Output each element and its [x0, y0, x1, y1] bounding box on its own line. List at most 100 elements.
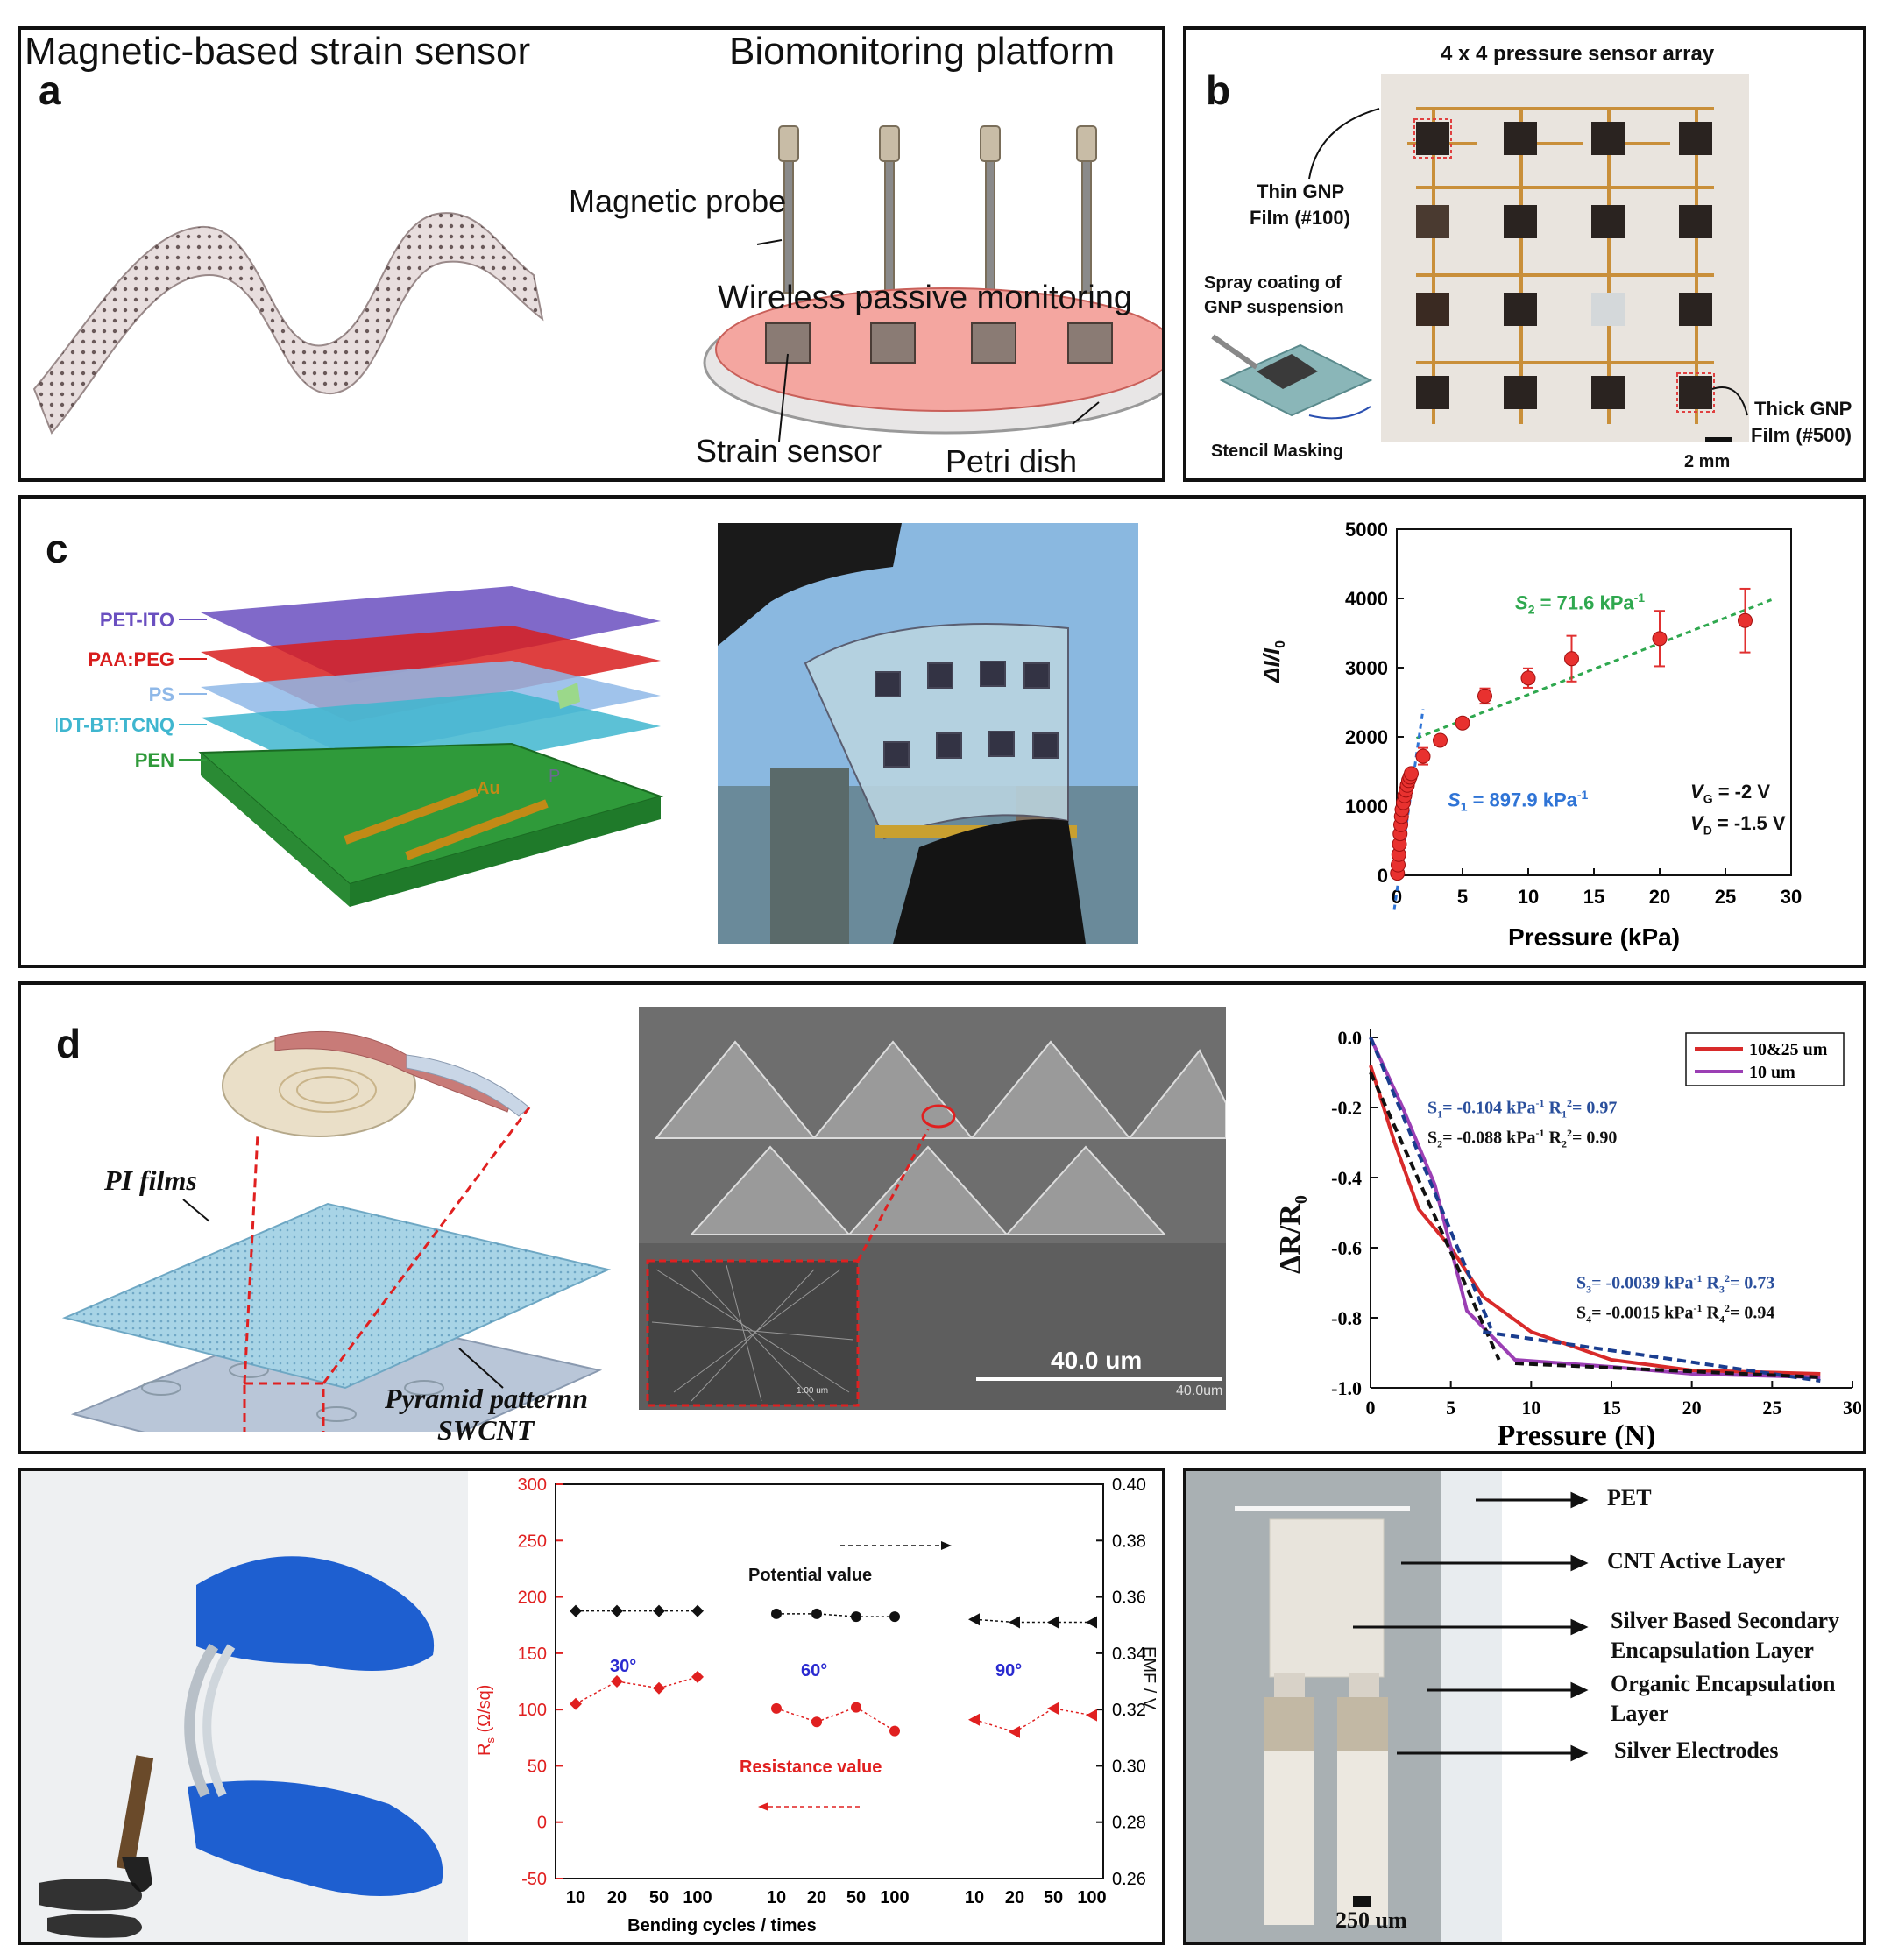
chart-c-ytick-label: 3000 — [1345, 657, 1388, 679]
chart-d-xtick-label: 20 — [1682, 1397, 1702, 1419]
d-s3-sup: -1 — [1693, 1272, 1703, 1284]
chart-d-xlabel: Pressure (N) — [1498, 1419, 1656, 1449]
s2-value: = 71.6 kPa — [1534, 591, 1634, 614]
chart-e-ytick-left-label: 150 — [518, 1645, 547, 1664]
chart-d-s4: S4= -0.0015 kPa-1 R42= 0.94 — [1576, 1302, 1774, 1327]
chart-e-xtick-label: 50 — [846, 1888, 866, 1907]
d-r2-sup: 2 — [1566, 1127, 1572, 1139]
scale-250um: 250 um — [1335, 1907, 1407, 1933]
chart-c-ylabel-main: ΔI/I — [1258, 647, 1285, 683]
e-ylabel-r: R — [475, 1743, 494, 1756]
sensor-chips — [765, 322, 1113, 364]
label-organic-2: Layer — [1611, 1701, 1669, 1726]
sem-image — [639, 1007, 1226, 1410]
chart-d-legend-label: 10 um — [1749, 1063, 1795, 1082]
chart-e-ytick-left-label: 100 — [518, 1701, 547, 1720]
d-r1-val: = 0.97 — [1571, 1098, 1618, 1118]
chart-c-point — [1652, 631, 1668, 647]
chart-e-potential-point — [653, 1604, 665, 1617]
chart-e-ytick-right-label: 0.36 — [1112, 1589, 1146, 1608]
chart-d-legend-label: 10&25 um — [1749, 1040, 1828, 1059]
chart-c-xtick-label: 25 — [1715, 886, 1736, 908]
chart-e-xtick-label: 20 — [807, 1888, 826, 1907]
chart-e-xtick-label: 10 — [767, 1888, 786, 1907]
d-r2-val: = 0.90 — [1571, 1128, 1618, 1148]
chart-d-ytick-label: 0.0 — [1338, 1027, 1363, 1049]
d-s2-sub: 2 — [1437, 1137, 1443, 1150]
label-p-mark: P — [549, 767, 561, 786]
chart-d-xtick-label: 0 — [1366, 1397, 1376, 1419]
sem-inset-scale: 1.00 um — [797, 1386, 829, 1396]
d-r3-val: = 0.73 — [1729, 1273, 1775, 1293]
chart-e-xtick-label: 10 — [965, 1888, 984, 1907]
d-r3-sup: 2 — [1724, 1272, 1730, 1284]
chart-d-s2: S2= -0.088 kPa-1 R22= 0.90 — [1427, 1127, 1617, 1151]
d-s3-sub: 3 — [1586, 1283, 1592, 1296]
label-pi-films: PI films — [104, 1164, 197, 1196]
panel-label-d: d — [56, 1021, 81, 1066]
stencil-illustration — [1211, 334, 1373, 420]
d-s4-val: = -0.0015 kPa — [1591, 1303, 1694, 1323]
chart-e-resistance-point — [570, 1697, 582, 1710]
chart-d-xtick-label: 30 — [1843, 1397, 1861, 1419]
panel-label-c: c — [46, 526, 68, 571]
chart-d-s3: S3= -0.0039 kPa-1 R32= 0.73 — [1576, 1272, 1774, 1297]
chart-c-fit-s2 — [1415, 598, 1773, 739]
d-r2-sub: 2 — [1561, 1137, 1567, 1150]
chart-e-resistance-point — [1009, 1725, 1020, 1738]
chart-c-ytick-label: 0 — [1378, 865, 1388, 887]
chart-c-xtick-label: 5 — [1457, 886, 1468, 908]
chart-c-point — [1520, 670, 1536, 686]
s1-symbol: S — [1448, 789, 1461, 811]
d-r3-sym: R — [1706, 1273, 1719, 1293]
sem-scale-label: 40.0 um — [1051, 1347, 1143, 1374]
label-angle-90: 90° — [995, 1661, 1023, 1681]
d-r4-val: = 0.94 — [1729, 1303, 1775, 1323]
vd-sub: D — [1703, 823, 1712, 838]
panel-e: e -500501001502002503000.260.280.300.320… — [18, 1468, 1165, 1945]
chart-d-ylabel-main: ΔR/R — [1274, 1204, 1307, 1274]
chart-e-xtick-label: 10 — [566, 1888, 585, 1907]
scale-2mm: 2 mm — [1684, 452, 1731, 471]
chart-e-resistance-point — [968, 1713, 980, 1726]
label-silver-secondary-1: Silver Based Secondary — [1611, 1608, 1839, 1633]
label-thick-gnp-1: Thick GNP — [1754, 398, 1852, 420]
sem-scale-small: 40.0um — [1176, 1383, 1223, 1398]
chart-e-ytick-left-label: 200 — [518, 1589, 547, 1608]
panel-f-arrows — [1353, 1491, 1589, 1762]
chart-c-xlabel: Pressure (kPa) — [1508, 923, 1680, 951]
chart-e-ytick-right-label: 0.30 — [1112, 1757, 1146, 1776]
chart-e-resistance-point — [691, 1670, 704, 1683]
label-stencil-masking: Stencil Masking — [1211, 442, 1344, 461]
label-petri-dish: Petri dish — [946, 443, 1078, 479]
chart-e-xlabel: Bending cycles / times — [627, 1916, 817, 1935]
chart-e-ytick-right-label: 0.34 — [1112, 1645, 1146, 1664]
label-pyramid-1: Pyramid patternn — [385, 1383, 589, 1414]
chart-c-xtick-label: 30 — [1781, 886, 1802, 908]
e-ylabel-unit: (Ω/sq) — [475, 1684, 494, 1738]
chart-e-frame — [555, 1483, 1104, 1879]
chart-e-arrow-right-head — [941, 1541, 952, 1550]
chart-c-point — [1738, 612, 1753, 628]
layer-label: PAA:PEG — [88, 648, 174, 670]
biomonitoring-illustration — [703, 125, 1162, 442]
s1-sup: -1 — [1576, 788, 1589, 802]
d-s4-sup: -1 — [1693, 1302, 1703, 1314]
chart-e-resistance-line — [776, 1706, 896, 1732]
chart-e-xtick-label: 50 — [649, 1888, 669, 1907]
s2-symbol: S — [1515, 591, 1528, 614]
vg-value: = -2 V — [1712, 781, 1770, 803]
chart-e-potential-point — [889, 1611, 900, 1623]
label-strain-sensor: Strain sensor — [696, 433, 882, 469]
layer-label: PS — [149, 683, 174, 705]
label-spray-1: Spray coating of — [1204, 273, 1342, 293]
panel-label-a: a — [39, 67, 61, 113]
chart-e-xtick-label: 100 — [683, 1888, 712, 1907]
chart-e-xtick-label: 20 — [607, 1888, 627, 1907]
chart-d-ytick-label: -1.0 — [1331, 1377, 1362, 1399]
chart-e-ytick-right-label: 0.40 — [1112, 1475, 1146, 1495]
d-r1-sup: 2 — [1566, 1097, 1572, 1109]
d-r1-sym: R — [1548, 1098, 1562, 1118]
chart-e-resistance-point — [889, 1725, 900, 1737]
label-thin-gnp-2: Film (#100) — [1250, 207, 1350, 229]
